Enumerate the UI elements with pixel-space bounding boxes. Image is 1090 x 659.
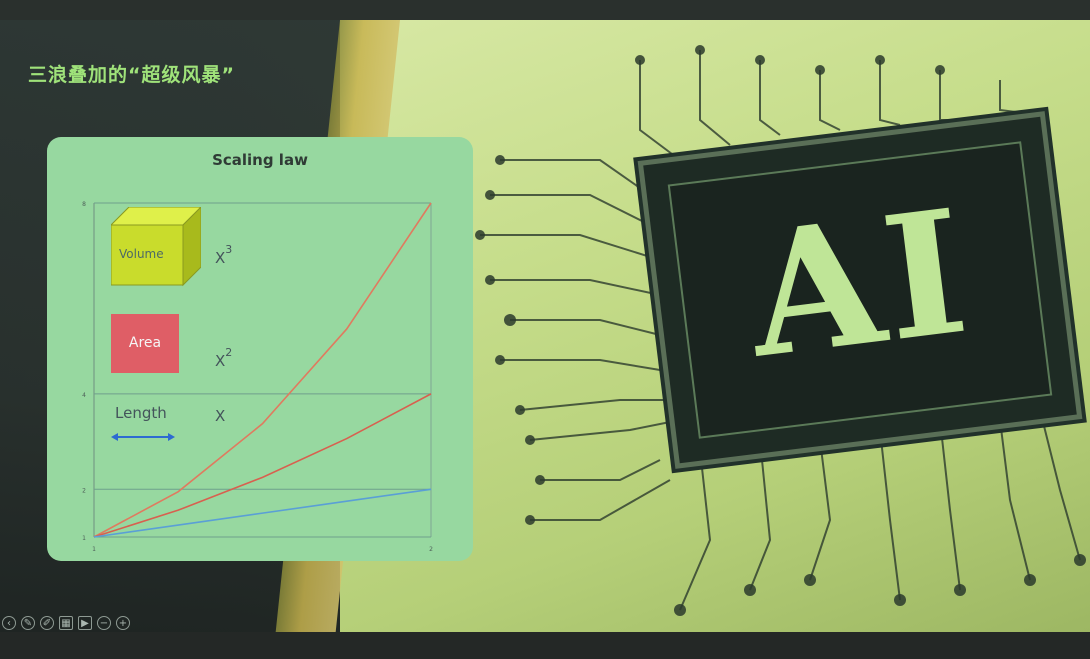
video-icon[interactable]: ▶ [78,616,92,630]
area-formula: X2 [215,346,233,370]
grid-view-icon[interactable]: ▦ [59,616,73,630]
prev-icon[interactable]: ‹ [2,616,16,630]
x-tick-label-0: 1 [92,546,96,553]
x-tick-label-1: 2 [429,546,433,553]
area-square: Area [111,314,179,373]
ai-chip: AI [643,116,1077,464]
volume-label: Volume [119,247,164,261]
y-tick-label-3: 8 [82,201,86,208]
presentation-toolbar: ‹ ✎ ✐ ▦ ▶ − + [2,613,130,633]
y-tick-label-2: 4 [82,392,86,399]
volume-cube-icon: Volume [109,205,203,287]
y-tick-label-1: 2 [82,487,86,494]
circuit-traces [475,45,1086,616]
y-tick-label-0: 1 [82,535,86,542]
ai-chip-inner: AI [667,141,1053,439]
zoom-in-icon[interactable]: + [116,616,130,630]
chart-title: Scaling law [212,151,308,169]
ai-chip-label: AI [738,171,981,397]
length-formula: X [215,407,226,425]
length-label: Length [115,404,167,422]
zoom-out-icon[interactable]: − [97,616,111,630]
bottom-letterbox [0,632,1090,659]
area-label: Area [128,335,162,351]
top-letterbox [0,0,1090,20]
highlighter-icon[interactable]: ✐ [40,616,54,630]
slide-title: 三浪叠加的“超级风暴” [28,64,235,86]
length-arrow-icon [111,433,175,441]
pen-icon[interactable]: ✎ [21,616,35,630]
volume-formula: X3 [215,243,233,267]
